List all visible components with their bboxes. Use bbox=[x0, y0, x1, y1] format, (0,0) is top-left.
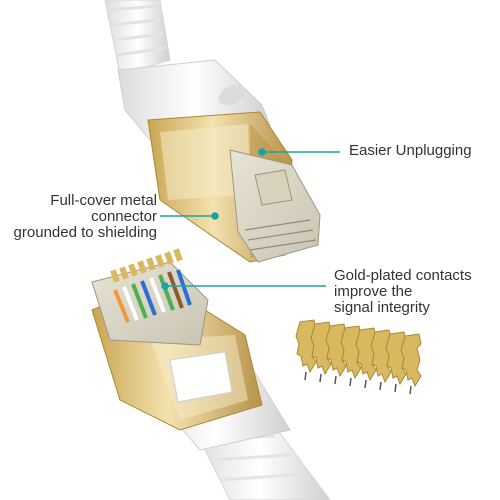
gold-contact-pin-tip bbox=[319, 373, 322, 383]
label-gold-plated-line1: Gold-plated contacts bbox=[334, 267, 472, 284]
upper-clear-housing bbox=[229, 149, 321, 263]
label-gold-plated-line2: improve the bbox=[334, 283, 413, 300]
callout-dot-gold bbox=[161, 282, 169, 290]
gold-contact-pin-tip bbox=[364, 379, 367, 389]
callout-dot-metal bbox=[211, 212, 219, 220]
gold-contact-pins bbox=[295, 319, 422, 395]
gold-contact-pin-tip bbox=[394, 383, 397, 393]
gold-contact-pin-tip bbox=[409, 385, 412, 395]
label-full-cover-metal-line1: Full-cover metal bbox=[50, 192, 157, 209]
label-gold-plated-line3: signal integrity bbox=[334, 299, 430, 316]
callout-dot-unplugging bbox=[258, 148, 266, 156]
label-easier-unplugging: Easier Unplugging bbox=[349, 143, 472, 159]
gold-contact-pin-tip bbox=[334, 375, 337, 385]
upper-cable bbox=[104, 0, 171, 76]
gold-contact-pin bbox=[295, 319, 317, 374]
gold-contact-pin bbox=[400, 333, 422, 388]
gold-contact-pin-tip bbox=[304, 371, 307, 381]
label-full-cover-metal-line3: grounded to shielding bbox=[13, 224, 157, 241]
lower-wires bbox=[113, 269, 192, 323]
label-full-cover-metal: Full-cover metal connector grounded to s… bbox=[14, 193, 157, 241]
gold-contact-pin-tip bbox=[349, 377, 352, 387]
label-gold-plated: Gold-plated contacts improve the signal … bbox=[334, 268, 472, 316]
label-easier-unplugging-text: Easier Unplugging bbox=[349, 142, 472, 159]
gold-contact-pin-tip bbox=[379, 381, 382, 391]
lower-contacts bbox=[110, 248, 183, 283]
callout-lines bbox=[160, 148, 340, 290]
label-full-cover-metal-line2: connector bbox=[91, 208, 157, 225]
